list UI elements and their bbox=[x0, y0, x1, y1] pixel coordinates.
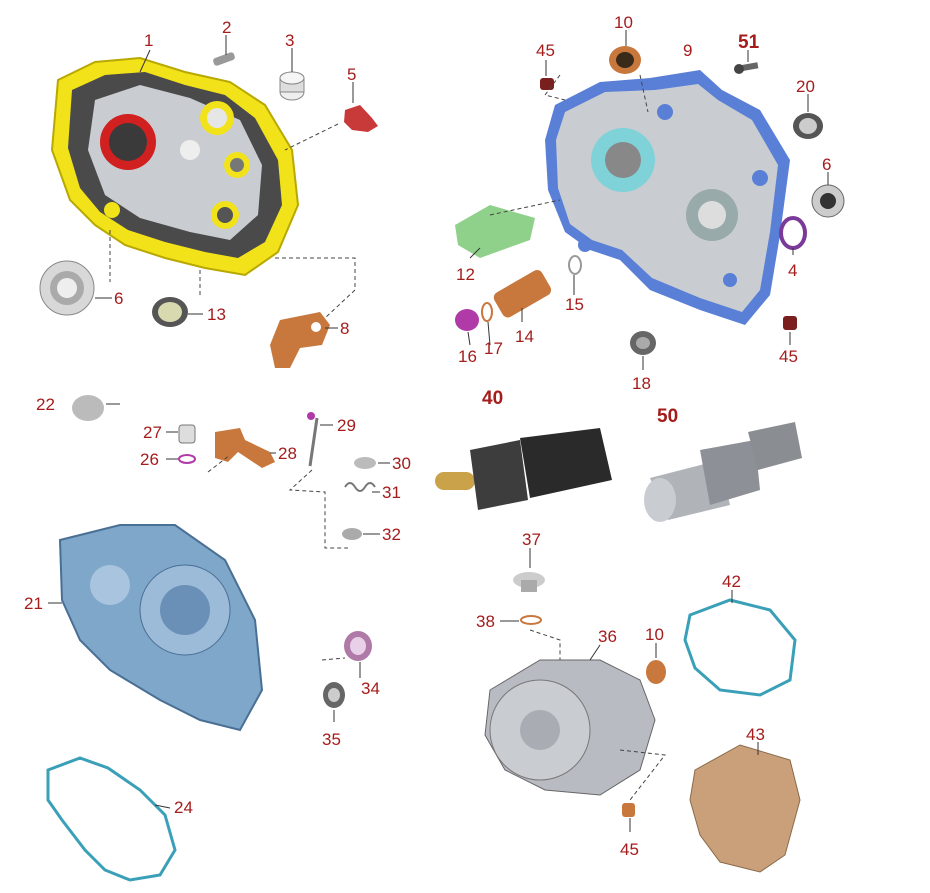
oil-seal-part bbox=[609, 46, 641, 74]
needle-bearing-part bbox=[793, 113, 823, 139]
breather-sensor-part bbox=[435, 428, 612, 510]
clutch-cover bbox=[58, 524, 264, 732]
part-label-38: 38 bbox=[476, 612, 495, 631]
part-label-28: 28 bbox=[278, 444, 297, 463]
part-label-9: 9 bbox=[683, 41, 692, 60]
needle-bearing-part bbox=[152, 297, 188, 327]
part-label-27: 27 bbox=[143, 423, 162, 442]
washer-part bbox=[354, 457, 376, 469]
switch-part bbox=[178, 424, 196, 464]
part-label-10: 10 bbox=[614, 13, 633, 32]
shaft-pin-part bbox=[307, 412, 319, 467]
o-ring-part bbox=[568, 255, 582, 275]
oil-seal-part bbox=[646, 660, 666, 684]
sprocket-cover bbox=[689, 744, 801, 873]
part-label-3: 3 bbox=[285, 31, 294, 50]
filler-cap-part bbox=[513, 572, 545, 592]
dowel-part bbox=[783, 316, 797, 330]
sleeve-part bbox=[630, 331, 656, 355]
sleeve-part bbox=[323, 682, 345, 708]
seal-ring-part bbox=[779, 216, 807, 250]
dowel-part bbox=[540, 78, 554, 90]
part-label-37: 37 bbox=[522, 530, 541, 549]
part-label-43: 43 bbox=[746, 725, 765, 744]
part-label-34: 34 bbox=[361, 679, 380, 698]
part-label-20: 20 bbox=[796, 77, 815, 96]
clutch-cover-gasket bbox=[46, 756, 177, 882]
stator-cover bbox=[484, 659, 656, 796]
o-ring-part bbox=[520, 615, 542, 625]
part-labels: 1 2 3 5 6 13 8 10 45 9 51 20 6 4 12 15 1… bbox=[24, 13, 831, 859]
part-label-42: 42 bbox=[722, 572, 741, 591]
part-label-18: 18 bbox=[632, 374, 651, 393]
plug-cap-part bbox=[72, 395, 104, 421]
part-label-50: 50 bbox=[657, 406, 678, 427]
collar-part bbox=[342, 528, 362, 540]
pivot-bolt-part bbox=[644, 422, 802, 522]
part-label-6: 6 bbox=[822, 155, 831, 174]
part-label-10: 10 bbox=[645, 625, 664, 644]
part-label-1: 1 bbox=[144, 31, 153, 50]
copper-bracket-part bbox=[270, 312, 330, 368]
dowel-part bbox=[622, 803, 635, 817]
part-label-26: 26 bbox=[140, 450, 159, 469]
guide-plate-part bbox=[455, 205, 535, 258]
drain-plug-part bbox=[455, 309, 479, 331]
part-label-5: 5 bbox=[347, 65, 356, 84]
washer-part bbox=[481, 302, 493, 322]
part-label-22: 22 bbox=[36, 395, 55, 414]
part-label-12: 12 bbox=[456, 265, 475, 284]
spring-part bbox=[344, 482, 376, 492]
right-crankcase-half bbox=[545, 70, 790, 325]
part-label-4: 4 bbox=[788, 261, 797, 280]
part-label-24: 24 bbox=[174, 798, 193, 817]
shift-lever-part bbox=[215, 428, 275, 468]
part-label-31: 31 bbox=[382, 483, 401, 502]
part-label-21: 21 bbox=[24, 594, 43, 613]
stator-cover-gasket bbox=[683, 598, 797, 697]
oil-strainer-part bbox=[493, 270, 552, 318]
part-label-51: 51 bbox=[738, 32, 760, 53]
oil-seal-part bbox=[344, 631, 372, 661]
part-label-40: 40 bbox=[482, 388, 503, 409]
part-label-30: 30 bbox=[392, 454, 411, 473]
dowel-pin-part bbox=[213, 52, 235, 66]
left-crankcase-half bbox=[50, 56, 300, 277]
part-label-29: 29 bbox=[337, 416, 356, 435]
part-label-14: 14 bbox=[515, 327, 534, 346]
part-label-6: 6 bbox=[114, 289, 123, 308]
part-label-45: 45 bbox=[536, 41, 555, 60]
ball-bearing-part bbox=[39, 260, 95, 316]
part-label-32: 32 bbox=[382, 525, 401, 544]
part-label-36: 36 bbox=[598, 627, 617, 646]
part-label-2: 2 bbox=[222, 18, 231, 37]
sleeve-part bbox=[279, 71, 305, 101]
part-label-8: 8 bbox=[340, 319, 349, 338]
leader-lines bbox=[48, 30, 829, 832]
bracket-part bbox=[344, 105, 378, 132]
part-label-45: 45 bbox=[779, 347, 798, 366]
part-label-17: 17 bbox=[484, 339, 503, 358]
part-label-45: 45 bbox=[620, 840, 639, 859]
part-label-15: 15 bbox=[565, 295, 584, 314]
ball-bearing-part bbox=[811, 184, 845, 218]
part-label-35: 35 bbox=[322, 730, 341, 749]
part-label-16: 16 bbox=[458, 347, 477, 366]
part-label-13: 13 bbox=[207, 305, 226, 324]
bolt-part bbox=[734, 62, 759, 74]
